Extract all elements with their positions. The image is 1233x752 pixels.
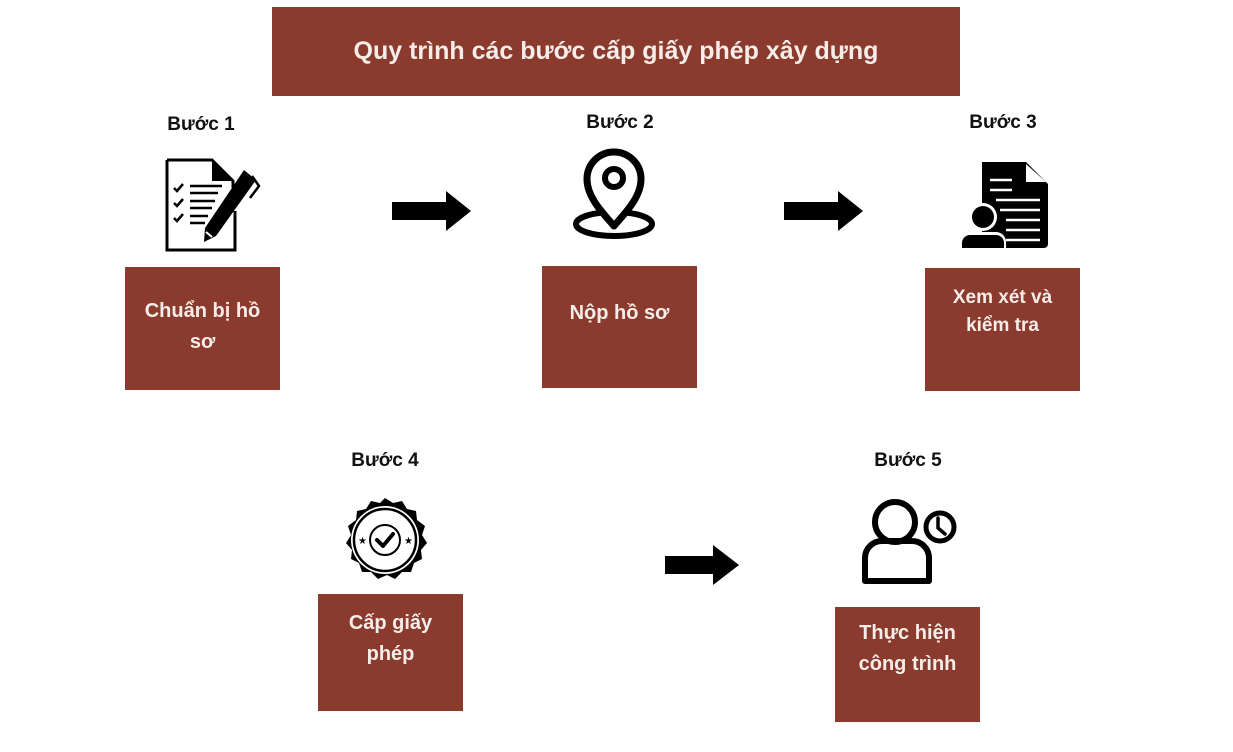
title-banner: Quy trình các bước cấp giấy phép xây dựn… — [272, 7, 960, 96]
step-3-text: Xem xét và kiểm tra — [952, 287, 1053, 336]
map-pin-icon — [573, 148, 655, 239]
step-5-text: Thực hiện công trình — [858, 622, 957, 675]
step-1-box: Chuẩn bị hồ sơ — [125, 267, 280, 390]
document-user-icon — [960, 162, 1048, 250]
svg-text:★: ★ — [358, 536, 367, 547]
step-3-label: Bước 3 — [969, 112, 1037, 133]
step-2-label: Bước 2 — [586, 112, 654, 133]
certificate-badge-icon: ★ ★ — [346, 498, 427, 579]
checklist-pen-icon — [165, 158, 261, 252]
svg-text:★: ★ — [404, 536, 413, 547]
arrow-right-icon — [665, 545, 739, 585]
arrow-right-icon — [784, 191, 863, 231]
step-5-box: Thực hiện công trình — [835, 607, 980, 722]
step-4-box: Cấp giấy phép — [318, 594, 463, 711]
step-1-text: Chuẩn bị hồ sơ — [144, 300, 261, 353]
step-4-label: Bước 4 — [351, 450, 419, 471]
step-1-label: Bước 1 — [167, 114, 235, 135]
step-4-text: Cấp giấy phép — [348, 612, 433, 665]
step-3-box: Xem xét và kiểm tra — [925, 268, 1080, 391]
user-clock-icon — [862, 499, 957, 584]
arrow-right-icon — [392, 191, 471, 231]
diagram-title: Quy trình các bước cấp giấy phép xây dựn… — [353, 37, 879, 65]
step-2-text: Nộp hồ sơ — [569, 302, 670, 324]
step-5-label: Bước 5 — [874, 450, 942, 471]
step-2-box: Nộp hồ sơ — [542, 266, 697, 388]
